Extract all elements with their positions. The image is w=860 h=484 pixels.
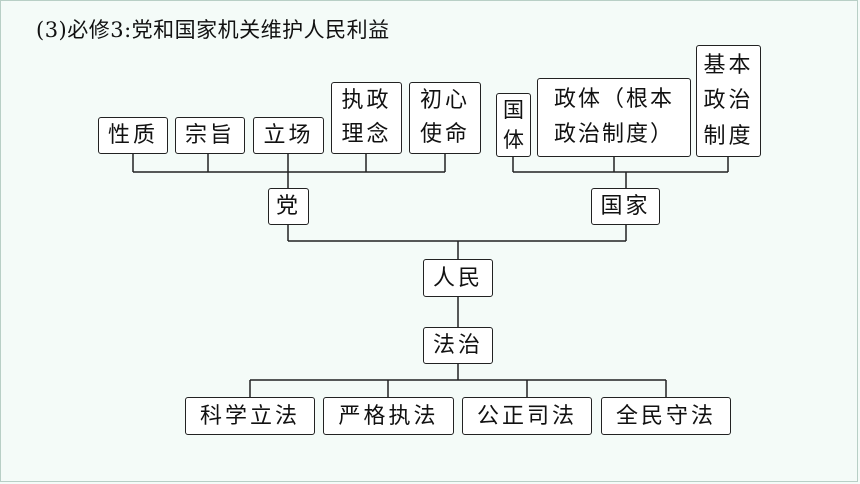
party-attr-stance: 立场 bbox=[253, 117, 324, 154]
party-node: 党 bbox=[268, 188, 309, 225]
law-item-scientific-legislation: 科学立法 bbox=[185, 397, 315, 435]
party-attr-nature: 性质 bbox=[98, 117, 168, 154]
party-attr-purpose: 宗旨 bbox=[175, 117, 245, 154]
slide-title: (3)必修3:党和国家机关维护人民利益 bbox=[36, 18, 390, 42]
law-item-impartial-justice: 公正司法 bbox=[462, 397, 592, 435]
state-node: 国家 bbox=[591, 188, 660, 225]
party-attr-governing-philosophy: 执政 理念 bbox=[331, 82, 402, 154]
state-attr-form-of-state: 国 体 bbox=[496, 93, 531, 157]
party-attr-original-mission: 初心 使命 bbox=[409, 82, 481, 154]
people-node: 人民 bbox=[423, 259, 493, 297]
rule-of-law-node: 法治 bbox=[423, 327, 493, 364]
state-attr-form-of-government: 政体（根本 政治制度） bbox=[537, 78, 691, 157]
law-item-strict-enforcement: 严格执法 bbox=[323, 397, 454, 435]
law-item-universal-compliance: 全民守法 bbox=[601, 397, 731, 435]
state-attr-basic-political-system: 基本 政治 制度 bbox=[696, 45, 761, 157]
